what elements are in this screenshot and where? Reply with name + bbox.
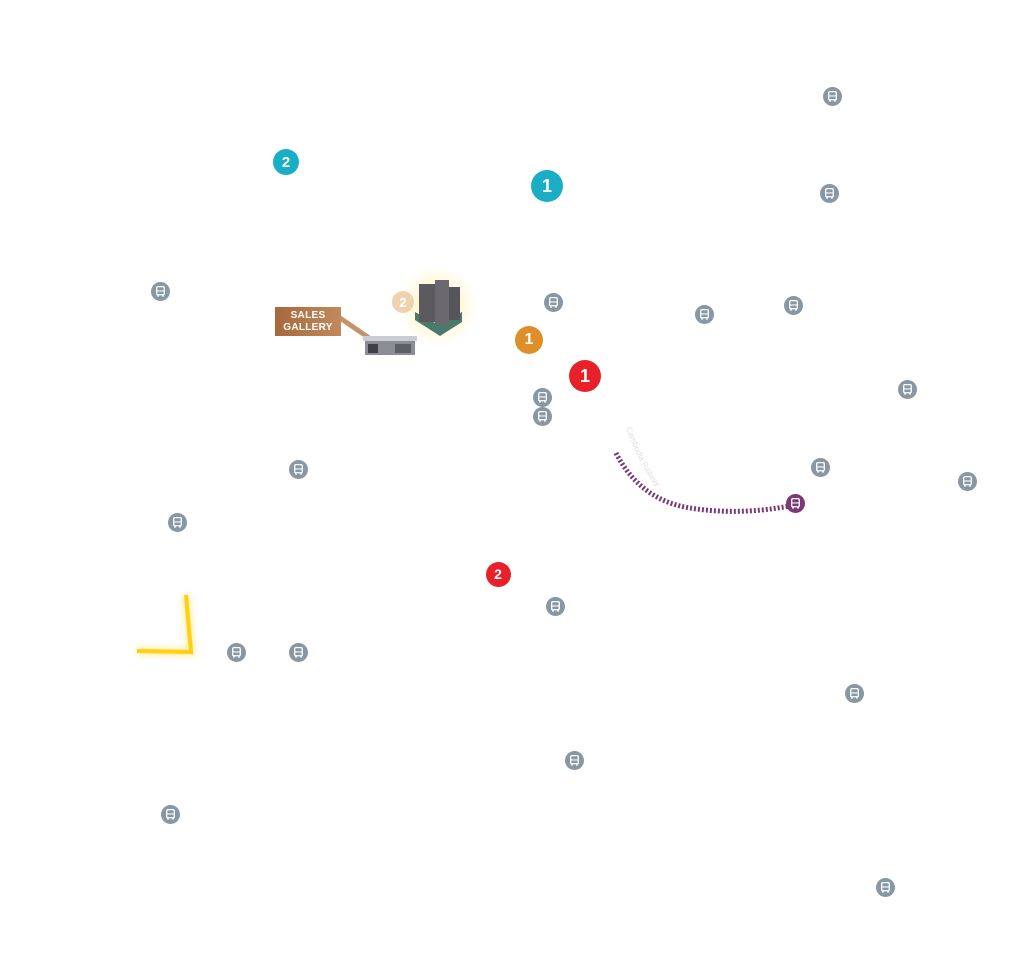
bus-stop-icon[interactable] <box>783 295 803 315</box>
location-marker-faded-2[interactable]: 2 <box>392 291 414 313</box>
bus-stop-icon[interactable] <box>532 387 552 407</box>
bus-stop-icon[interactable] <box>150 281 170 301</box>
location-marker-teal-2[interactable]: 2 <box>273 149 299 175</box>
bus-stop-icon[interactable] <box>226 642 246 662</box>
bus-stop-icon[interactable] <box>288 459 308 479</box>
highlight-boundary <box>136 594 194 655</box>
bus-stop-icon[interactable] <box>545 596 565 616</box>
bus-stop-icon[interactable] <box>694 304 714 324</box>
bus-stop-icon[interactable] <box>160 804 180 824</box>
location-marker-orange-1[interactable]: 1 <box>515 326 543 354</box>
bus-stop-icon[interactable] <box>957 471 977 491</box>
location-marker-red-1[interactable]: 1 <box>569 360 601 392</box>
train-station-icon[interactable] <box>785 493 805 513</box>
bus-stop-icon[interactable] <box>564 750 584 770</box>
project-tower-image[interactable] <box>415 280 462 336</box>
bus-stop-icon[interactable] <box>532 406 552 426</box>
highlight-boundary-glow <box>136 594 196 657</box>
bus-stop-icon[interactable] <box>822 86 842 106</box>
bus-stop-icon[interactable] <box>543 292 563 312</box>
bus-stop-icon[interactable] <box>897 379 917 399</box>
sales-gallery-label[interactable]: SALES GALLERY <box>275 307 341 336</box>
bus-stop-icon[interactable] <box>819 183 839 203</box>
railway-line[interactable] <box>613 451 796 514</box>
bus-stop-icon[interactable] <box>810 457 830 477</box>
bus-stop-icon[interactable] <box>875 877 895 897</box>
bus-stop-icon[interactable] <box>167 512 187 532</box>
bus-stop-icon[interactable] <box>844 683 864 703</box>
sales-gallery-building-image[interactable] <box>363 336 417 355</box>
bus-stop-icon[interactable] <box>288 642 308 662</box>
railway-label: Cambodia Railway <box>624 426 662 489</box>
location-marker-red-2[interactable]: 2 <box>485 561 511 587</box>
location-marker-teal-1[interactable]: 1 <box>531 170 563 202</box>
